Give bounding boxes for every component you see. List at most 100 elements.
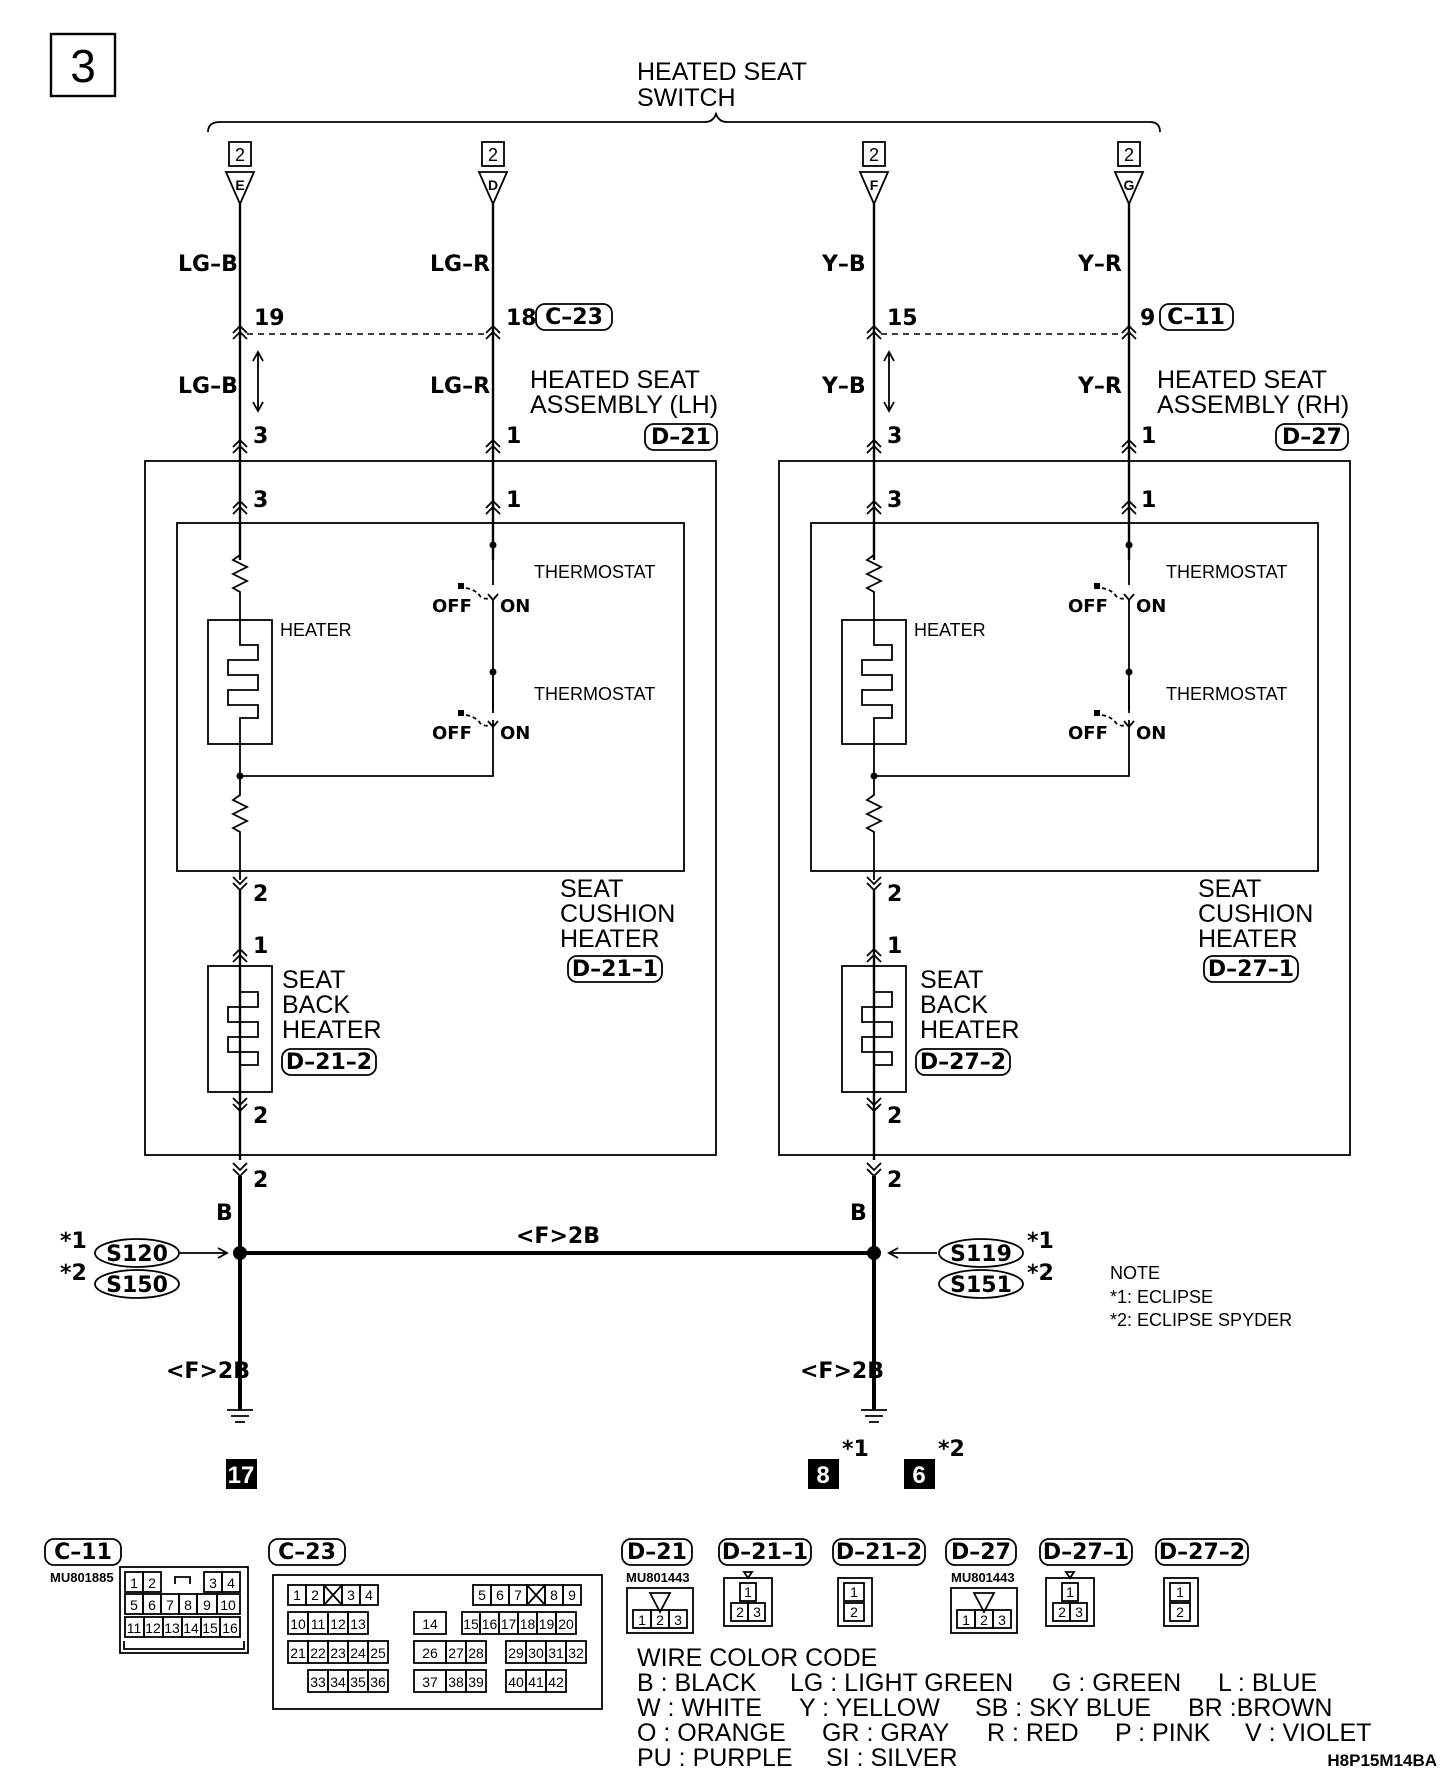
lh-back-in-mark — [232, 947, 248, 963]
lh-inner-pin-1: 1 — [506, 488, 521, 513]
c23-pin-cell — [413, 1611, 447, 1635]
d27-part-no: MU801443 — [951, 1570, 1015, 1585]
svg-text:2: 2 — [148, 1575, 156, 1591]
wire-label-yb-mid: Y–B — [821, 374, 866, 399]
svg-text:2: 2 — [1176, 1604, 1184, 1620]
c23-pin-label: 4 — [365, 1587, 373, 1603]
svg-text:14: 14 — [183, 1620, 199, 1636]
c23-blank-cell — [526, 1584, 546, 1606]
wire-label-yr-top: Y–R — [1077, 252, 1122, 277]
lh-heater-label: HEATER — [280, 620, 352, 640]
c23-pin-label: 41 — [528, 1674, 544, 1690]
lh-thermostat-label-2: THERMOSTAT — [534, 684, 655, 704]
c11-pin-9: 9 — [1140, 306, 1155, 331]
wire-code-v: V : VIOLET — [1245, 1719, 1371, 1747]
rh-splice-2-oval — [938, 1269, 1024, 1299]
svg-text:9: 9 — [203, 1597, 211, 1613]
c23-pin-label: 17 — [501, 1616, 517, 1632]
rh-return-wire — [874, 720, 1130, 777]
lh-assembly-line2: ASSEMBLY (LH) — [530, 391, 718, 419]
lh-assembly-out-mark — [232, 1162, 248, 1178]
c23-pin-label: 13 — [350, 1616, 366, 1632]
wire-code-g: G : GREEN — [1052, 1669, 1181, 1697]
switch-title-line1: HEATED SEAT — [637, 58, 807, 86]
rh-heater-coil — [861, 620, 893, 744]
lh-return-wire — [240, 720, 494, 777]
rh-ground-star-1: *1 — [842, 1437, 869, 1462]
rh-ground-no-1: 8 — [816, 1462, 829, 1489]
svg-text:2: 2 — [980, 1612, 988, 1628]
c23-pin-label: 42 — [548, 1674, 564, 1690]
c11-face: 1 2 3 4 5 6 7 8 9 10 11 12 13 14 15 16 — [119, 1566, 249, 1654]
rh-splice-2: S151 — [950, 1273, 1012, 1298]
lh-ground-no: 17 — [228, 1462, 255, 1489]
rh-cushion-line1: SEAT — [1198, 875, 1261, 903]
c23-pin-label: 2 — [311, 1587, 319, 1603]
c23-pin-cell — [367, 1669, 389, 1693]
rh-inner-pin-1: 1 — [1141, 488, 1156, 513]
c23-pin-label: 25 — [370, 1645, 386, 1661]
c23-pin-label: 35 — [350, 1674, 366, 1690]
svg-text:OFF: OFF — [432, 723, 472, 744]
svg-text:ON: ON — [1136, 723, 1166, 744]
terminal-g: 2 G — [1113, 141, 1145, 207]
lh-thermostat-label-1: THERMOSTAT — [534, 562, 655, 582]
lh-heater-down — [230, 744, 250, 880]
lh-ground-no-box — [226, 1459, 257, 1489]
c23-pin-label: 16 — [482, 1616, 498, 1632]
svg-text:1: 1 — [962, 1612, 970, 1628]
c11-face-label-box — [44, 1538, 122, 1566]
rh-star-2: *2 — [1027, 1261, 1054, 1286]
lh-inner-pin-3: 3 — [253, 488, 268, 513]
rh-cushion-line2: CUSHION — [1198, 900, 1313, 928]
rh-inner-pin-3: 3 — [887, 488, 902, 513]
lh-back-out-mark — [232, 1097, 248, 1113]
lh-back-connector: D–21–2 — [286, 1050, 372, 1075]
c23-pin-label: 18 — [520, 1616, 536, 1632]
svg-text:1: 1 — [1066, 1584, 1074, 1600]
rh-ground-wire-label: <F>2B — [800, 1359, 884, 1384]
svg-text:F: F — [870, 177, 879, 193]
c23-pin-label: 22 — [310, 1645, 326, 1661]
wire-code-w: W : WHITE — [637, 1694, 762, 1722]
svg-text:OFF: OFF — [1068, 723, 1108, 744]
lh-thermostat-1: OFF ON — [432, 583, 530, 617]
svg-text:10: 10 — [220, 1597, 236, 1613]
rh-ground-no-1-box — [808, 1459, 839, 1489]
c11-label-box — [1159, 303, 1234, 331]
lh-cushion-line3: HEATER — [560, 925, 660, 953]
c11-pin-15: 15 — [887, 306, 918, 331]
c23-pin-label: 28 — [468, 1645, 484, 1661]
c23-pin-label: 27 — [448, 1645, 464, 1661]
d21-1-face-label-box — [718, 1538, 812, 1566]
lh-splice-2-oval — [94, 1269, 180, 1299]
c23-pin-cell — [565, 1640, 587, 1664]
rh-thermostat-label-2: THERMOSTAT — [1166, 684, 1287, 704]
rh-back-pin-in: 1 — [887, 934, 902, 959]
d21-2-face-label-box — [832, 1538, 926, 1566]
rh-back-heater-coil — [861, 966, 893, 1092]
lh-splice-1: S120 — [106, 1242, 168, 1267]
svg-text:7: 7 — [166, 1597, 174, 1613]
wire-label-yb-top: Y–B — [821, 252, 866, 277]
c23-label: C–23 — [545, 305, 603, 330]
wire-code-r: R : RED — [987, 1719, 1079, 1747]
svg-text:5: 5 — [130, 1597, 138, 1613]
rh-splice-1: S119 — [950, 1242, 1012, 1267]
rh-thermostat-1: OFF ON — [1068, 583, 1166, 617]
lh-star-1: *1 — [60, 1229, 87, 1254]
wire-label-yr-mid: Y–R — [1077, 374, 1122, 399]
rh-splice-arrow — [887, 1247, 937, 1259]
lh-back-pin-out: 2 — [253, 1104, 268, 1129]
svg-text:ON: ON — [1136, 596, 1166, 617]
rh-ground-no-2-box — [904, 1459, 935, 1489]
wire-code-o: O : ORANGE — [637, 1719, 786, 1747]
svg-text:12: 12 — [145, 1620, 161, 1636]
svg-text:ON: ON — [500, 723, 530, 744]
wire-code-lg: LG : LIGHT GREEN — [790, 1669, 1013, 1697]
lh-wire-b: B — [216, 1201, 233, 1226]
rh-cushion-line3: HEATER — [1198, 925, 1298, 953]
svg-text:11: 11 — [127, 1620, 142, 1636]
svg-text:2: 2 — [488, 145, 498, 165]
